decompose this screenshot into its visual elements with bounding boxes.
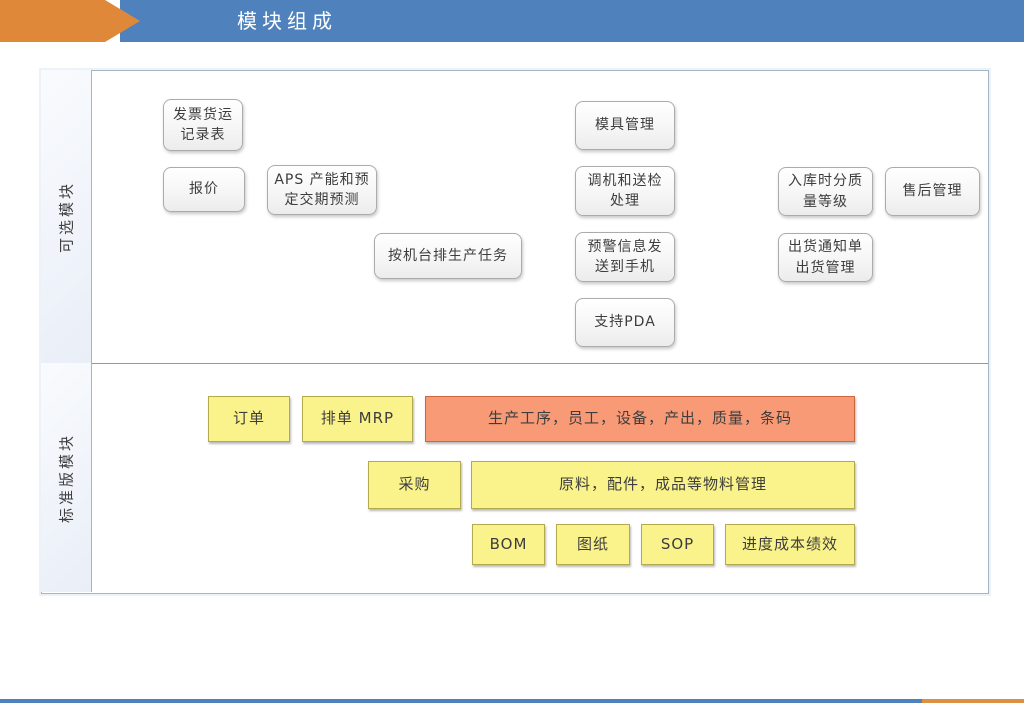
optional-box-mold-management: 模具管理 xyxy=(575,101,675,150)
header-title-bar xyxy=(120,0,1024,42)
page-title: 模块组成 xyxy=(237,9,337,33)
standard-box-orders: 订单 xyxy=(208,396,290,442)
optional-box-quotation: 报价 xyxy=(163,167,245,212)
optional-box-machine-task-scheduling: 按机台排生产任务 xyxy=(374,233,522,279)
optional-box-machine-adjust-inspect: 调机和送检处理 xyxy=(575,166,675,216)
section-label-standard: 标准版模块 xyxy=(41,363,92,592)
standard-box-purchasing: 采购 xyxy=(368,461,461,509)
optional-box-shipping-notice: 出货通知单出货管理 xyxy=(778,233,873,282)
standard-box-drawings: 图纸 xyxy=(556,524,630,565)
optional-box-invoice-shipping-record: 发票货运记录表 xyxy=(163,99,243,151)
optional-box-warehouse-quality-grade: 入库时分质量等级 xyxy=(778,167,873,216)
header-arrow-icon xyxy=(0,0,140,42)
section-label-standard-text: 标准版模块 xyxy=(57,432,76,523)
standard-box-production-line: 生产工序，员工，设备，产出，质量，条码 xyxy=(425,396,855,442)
standard-box-mrp-scheduling: 排单 MRP xyxy=(302,396,413,442)
standard-box-materials-mgmt: 原料，配件，成品等物料管理 xyxy=(471,461,855,509)
standard-box-bom: BOM xyxy=(472,524,545,565)
standard-box-progress-cost-kpi: 进度成本绩效 xyxy=(725,524,855,565)
footer-rule-blue xyxy=(0,699,922,703)
optional-box-after-sales: 售后管理 xyxy=(885,167,980,216)
footer-rule-orange xyxy=(922,699,1024,703)
optional-box-alert-to-phone: 预警信息发送到手机 xyxy=(575,232,675,282)
standard-box-sop: SOP xyxy=(641,524,714,565)
section-divider xyxy=(41,363,988,364)
section-label-optional-text: 可选模块 xyxy=(57,180,76,253)
optional-box-aps-capacity-forecast: APS 产能和预定交期预测 xyxy=(267,165,377,215)
section-label-optional: 可选模块 xyxy=(41,70,92,363)
optional-box-pda-support: 支持PDA xyxy=(575,298,675,347)
